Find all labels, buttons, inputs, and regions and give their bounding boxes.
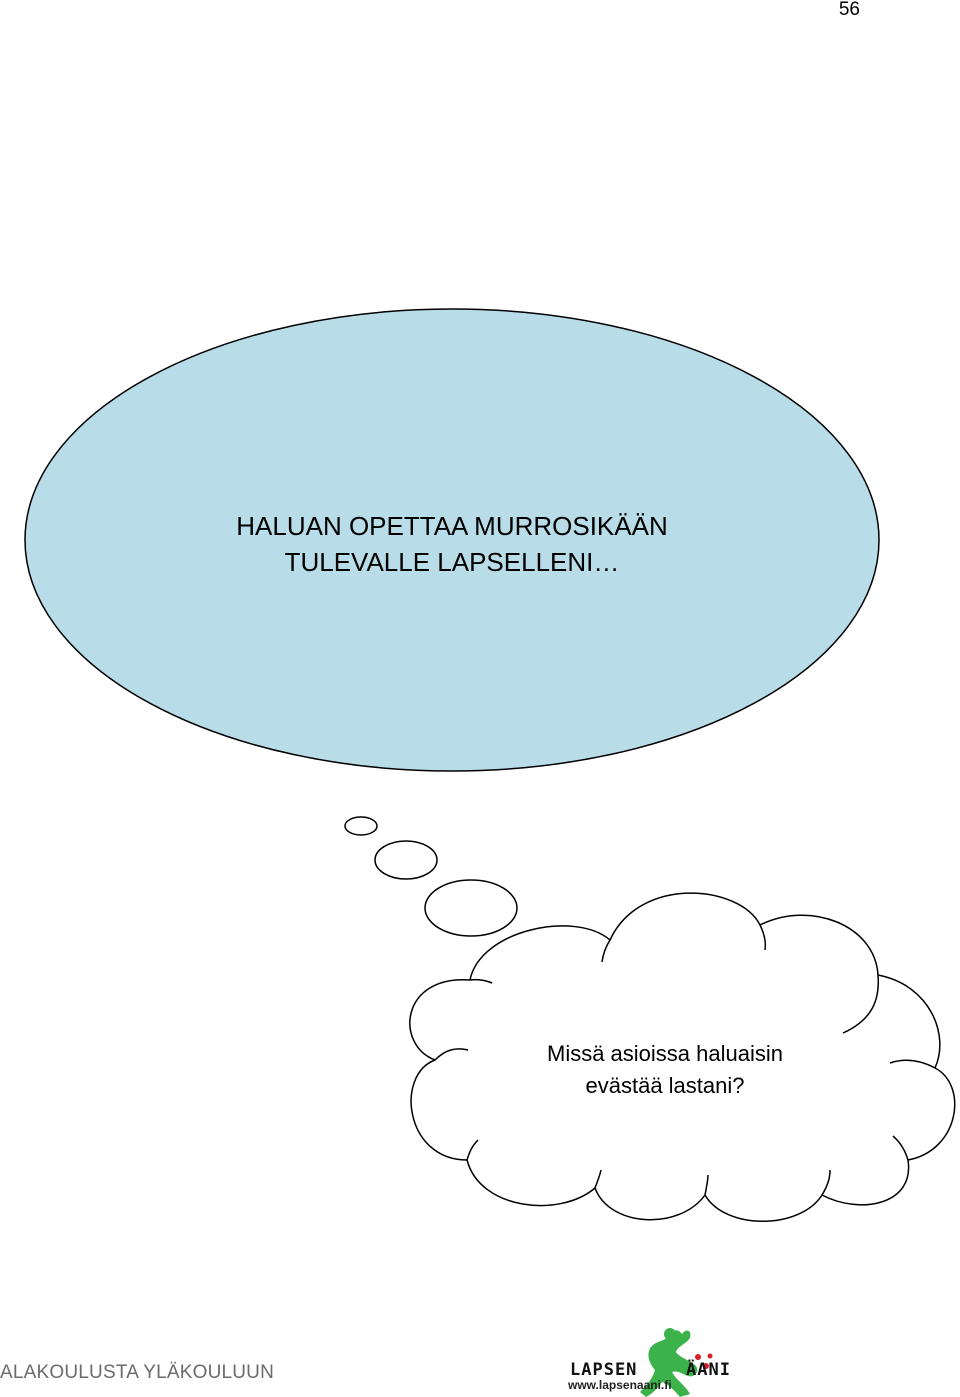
cloud-question: Missä asioissa haluaisin evästää lastani… — [500, 1038, 830, 1102]
logo-word-aani: ÄANI — [686, 1360, 731, 1380]
ellipse-heading-line-1: HALUAN OPETTAA MURROSIKÄÄN — [236, 511, 668, 541]
lapsen-aani-logo: LAPSEN ÄANI www.lapsenaani.fi — [560, 1322, 730, 1397]
logo-url: www.lapsenaani.fi — [568, 1378, 672, 1392]
footer-title: ALAKOULUSTA YLÄKOULUUN — [0, 1362, 275, 1383]
thought-bubble-large — [424, 879, 518, 937]
thought-ellipse — [24, 308, 880, 772]
ellipse-heading: HALUAN OPETTAA MURROSIKÄÄN TULEVALLE LAP… — [200, 508, 704, 580]
thought-bubble-medium — [374, 840, 438, 880]
ellipse-heading-line-2: TULEVALLE LAPSELLENI… — [284, 547, 620, 577]
logo-word-lapsen: LAPSEN — [570, 1360, 638, 1380]
cloud-question-line-2: evästää lastani? — [585, 1073, 745, 1098]
thought-bubble-small — [344, 816, 378, 836]
cloud-question-line-1: Missä asioissa haluaisin — [547, 1041, 783, 1066]
cloud-inner-arcs — [434, 924, 936, 1196]
logo-figure — [640, 1328, 713, 1397]
thought-cloud — [409, 892, 956, 1222]
page-number: 56 — [838, 0, 860, 20]
